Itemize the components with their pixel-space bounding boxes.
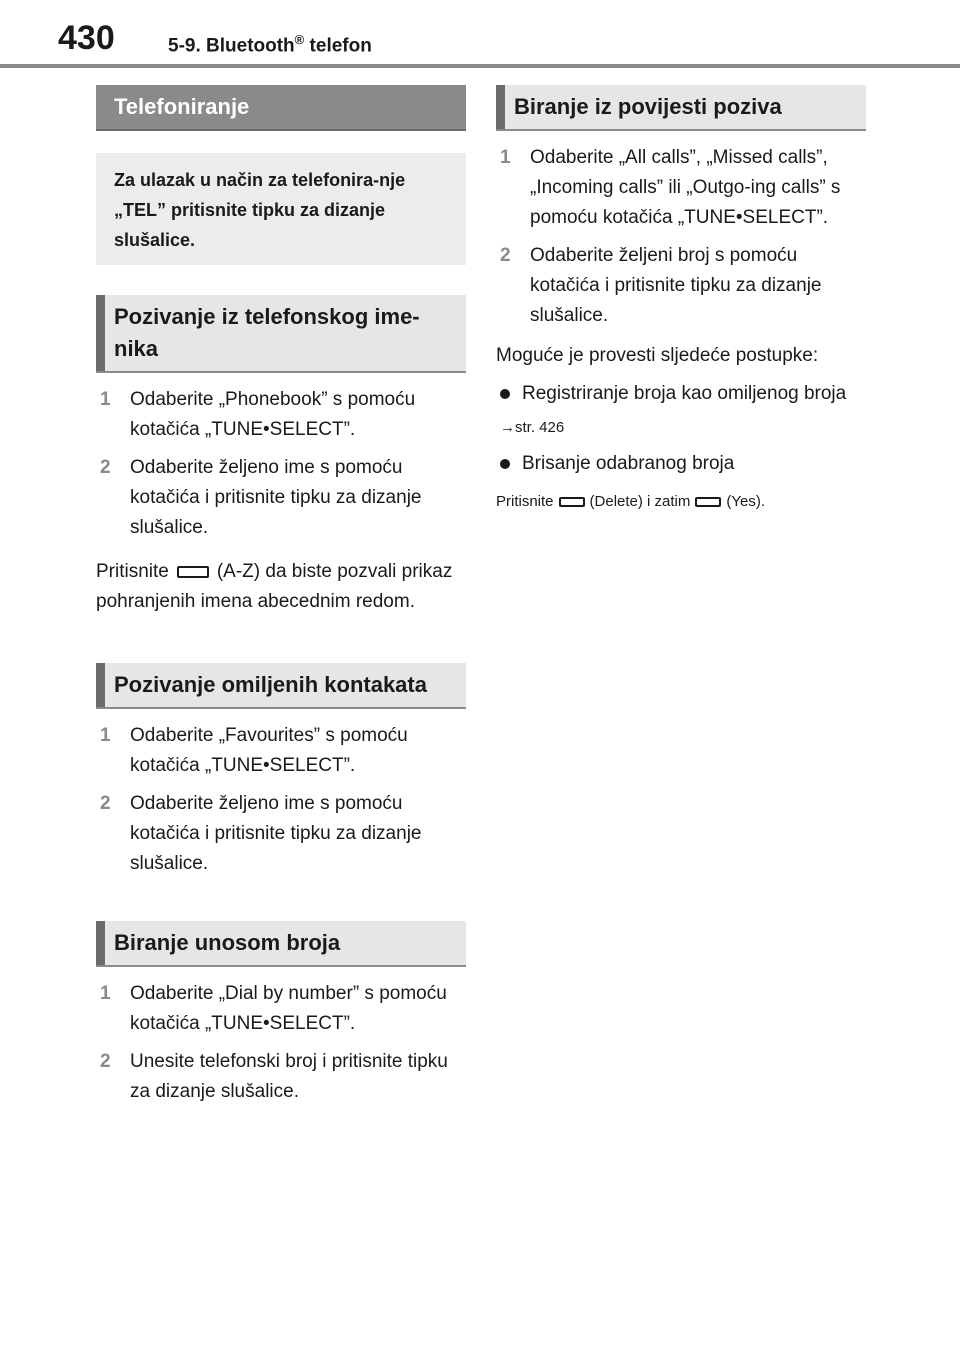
lead-box: Za ulazak u način za telefonira-nje „TEL…	[96, 153, 466, 265]
reference-text: str. 426	[515, 419, 565, 436]
step-text: Odaberite „Phonebook” s pomoću kotačića …	[130, 389, 416, 440]
step-item: 2 Odaberite željeno ime s pomoću kotačića…	[96, 789, 466, 879]
step-number: 1	[100, 389, 111, 410]
bullet-delete: Brisanje odabranog broja	[496, 449, 866, 479]
step-item: 1 Odaberite „Favourites” s pomoću kotačić…	[96, 721, 466, 781]
step-item: 1 Odaberite „All calls”, „Missed calls”, …	[496, 143, 866, 233]
header-divider	[0, 64, 960, 68]
heading-telefoniranje: Telefoniranje	[96, 85, 466, 131]
step-text: Odaberite željeno ime s pomoću kotačića …	[130, 793, 422, 874]
step-item: 2 Odaberite željeni broj s pomoću kotačić…	[496, 241, 866, 331]
step-text: Odaberite željeno ime s pomoću kotačića …	[130, 457, 422, 538]
step-number: 2	[100, 457, 111, 478]
step-text: Odaberite „All calls”, „Missed calls”, „…	[530, 147, 841, 228]
page-reference: →str. 426	[496, 417, 866, 439]
step-item: 2 Unesite telefonski broj i pritisnite ti…	[96, 1047, 466, 1107]
step-number: 1	[100, 983, 111, 1004]
history-steps: 1 Odaberite „All calls”, „Missed calls”, …	[496, 143, 866, 331]
delete-note: Pritisnite (Delete) i zatim (Yes).	[496, 491, 866, 513]
step-text: Odaberite „Favourites” s pomoću kotačića…	[130, 725, 408, 776]
step-text: Odaberite željeni broj s pomoću kotačića…	[530, 245, 822, 326]
heading-favourites: Pozivanje omiljenih kontakata	[96, 663, 466, 709]
section-prefix: 5-9. Bluetooth	[168, 35, 295, 57]
note-text: Pritisnite	[496, 493, 554, 510]
step-number: 2	[100, 1051, 111, 1072]
right-column: Biranje iz povijesti poziva 1 Odaberite „…	[496, 85, 866, 513]
step-item: 2 Odaberite željeno ime s pomoću kotačića…	[96, 453, 466, 543]
favourites-steps: 1 Odaberite „Favourites” s pomoću kotačić…	[96, 721, 466, 879]
section-suffix: telefon	[304, 35, 372, 57]
step-number: 1	[500, 147, 511, 168]
screen-button-icon	[558, 497, 585, 508]
screen-button-icon	[695, 497, 722, 508]
heading-phonebook: Pozivanje iz telefonskog ime-nika	[96, 295, 466, 373]
step-number: 2	[500, 245, 511, 266]
step-item: 1 Odaberite „Phonebook” s pomoću kotačića…	[96, 385, 466, 445]
heading-dial: Biranje unosom broja	[96, 921, 466, 967]
history-intro: Moguće je provesti sljedeće postupke:	[496, 345, 819, 366]
section-title: 5-9. Bluetooth® telefon	[168, 28, 372, 58]
phonebook-steps: 1 Odaberite „Phonebook” s pomoću kotačića…	[96, 385, 466, 543]
step-item: 1 Odaberite „Dial by number” s pomoću kot…	[96, 979, 466, 1039]
note-text: (Delete) i zatim	[589, 493, 691, 510]
step-number: 2	[100, 793, 111, 814]
step-text: Odaberite „Dial by number” s pomoću kota…	[130, 983, 447, 1034]
note-text: (A-Z) da biste pozvali prikaz pohranjeni…	[96, 561, 453, 612]
page-header: 430 5-9. Bluetooth® telefon	[0, 0, 960, 70]
phonebook-note: Pritisnite(A-Z) da biste pozvali prikaz …	[96, 557, 466, 617]
arrow-right-icon: →	[500, 419, 515, 436]
step-text: Unesite telefonski broj i pritisnite tip…	[130, 1051, 448, 1102]
screen-button-icon	[176, 565, 209, 578]
left-column: Telefoniranje Za ulazak u način za telef…	[96, 85, 466, 1115]
step-number: 1	[100, 725, 111, 746]
note-text: (Yes).	[726, 493, 766, 510]
dial-steps: 1 Odaberite „Dial by number” s pomoću kot…	[96, 979, 466, 1107]
note-text: Pritisnite	[96, 561, 169, 582]
bullet-register: Registriranje broja kao omiljenog broja	[496, 379, 866, 409]
registered-mark: ®	[294, 32, 305, 47]
page-number: 430	[58, 19, 115, 57]
heading-history: Biranje iz povijesti poziva	[496, 85, 866, 131]
